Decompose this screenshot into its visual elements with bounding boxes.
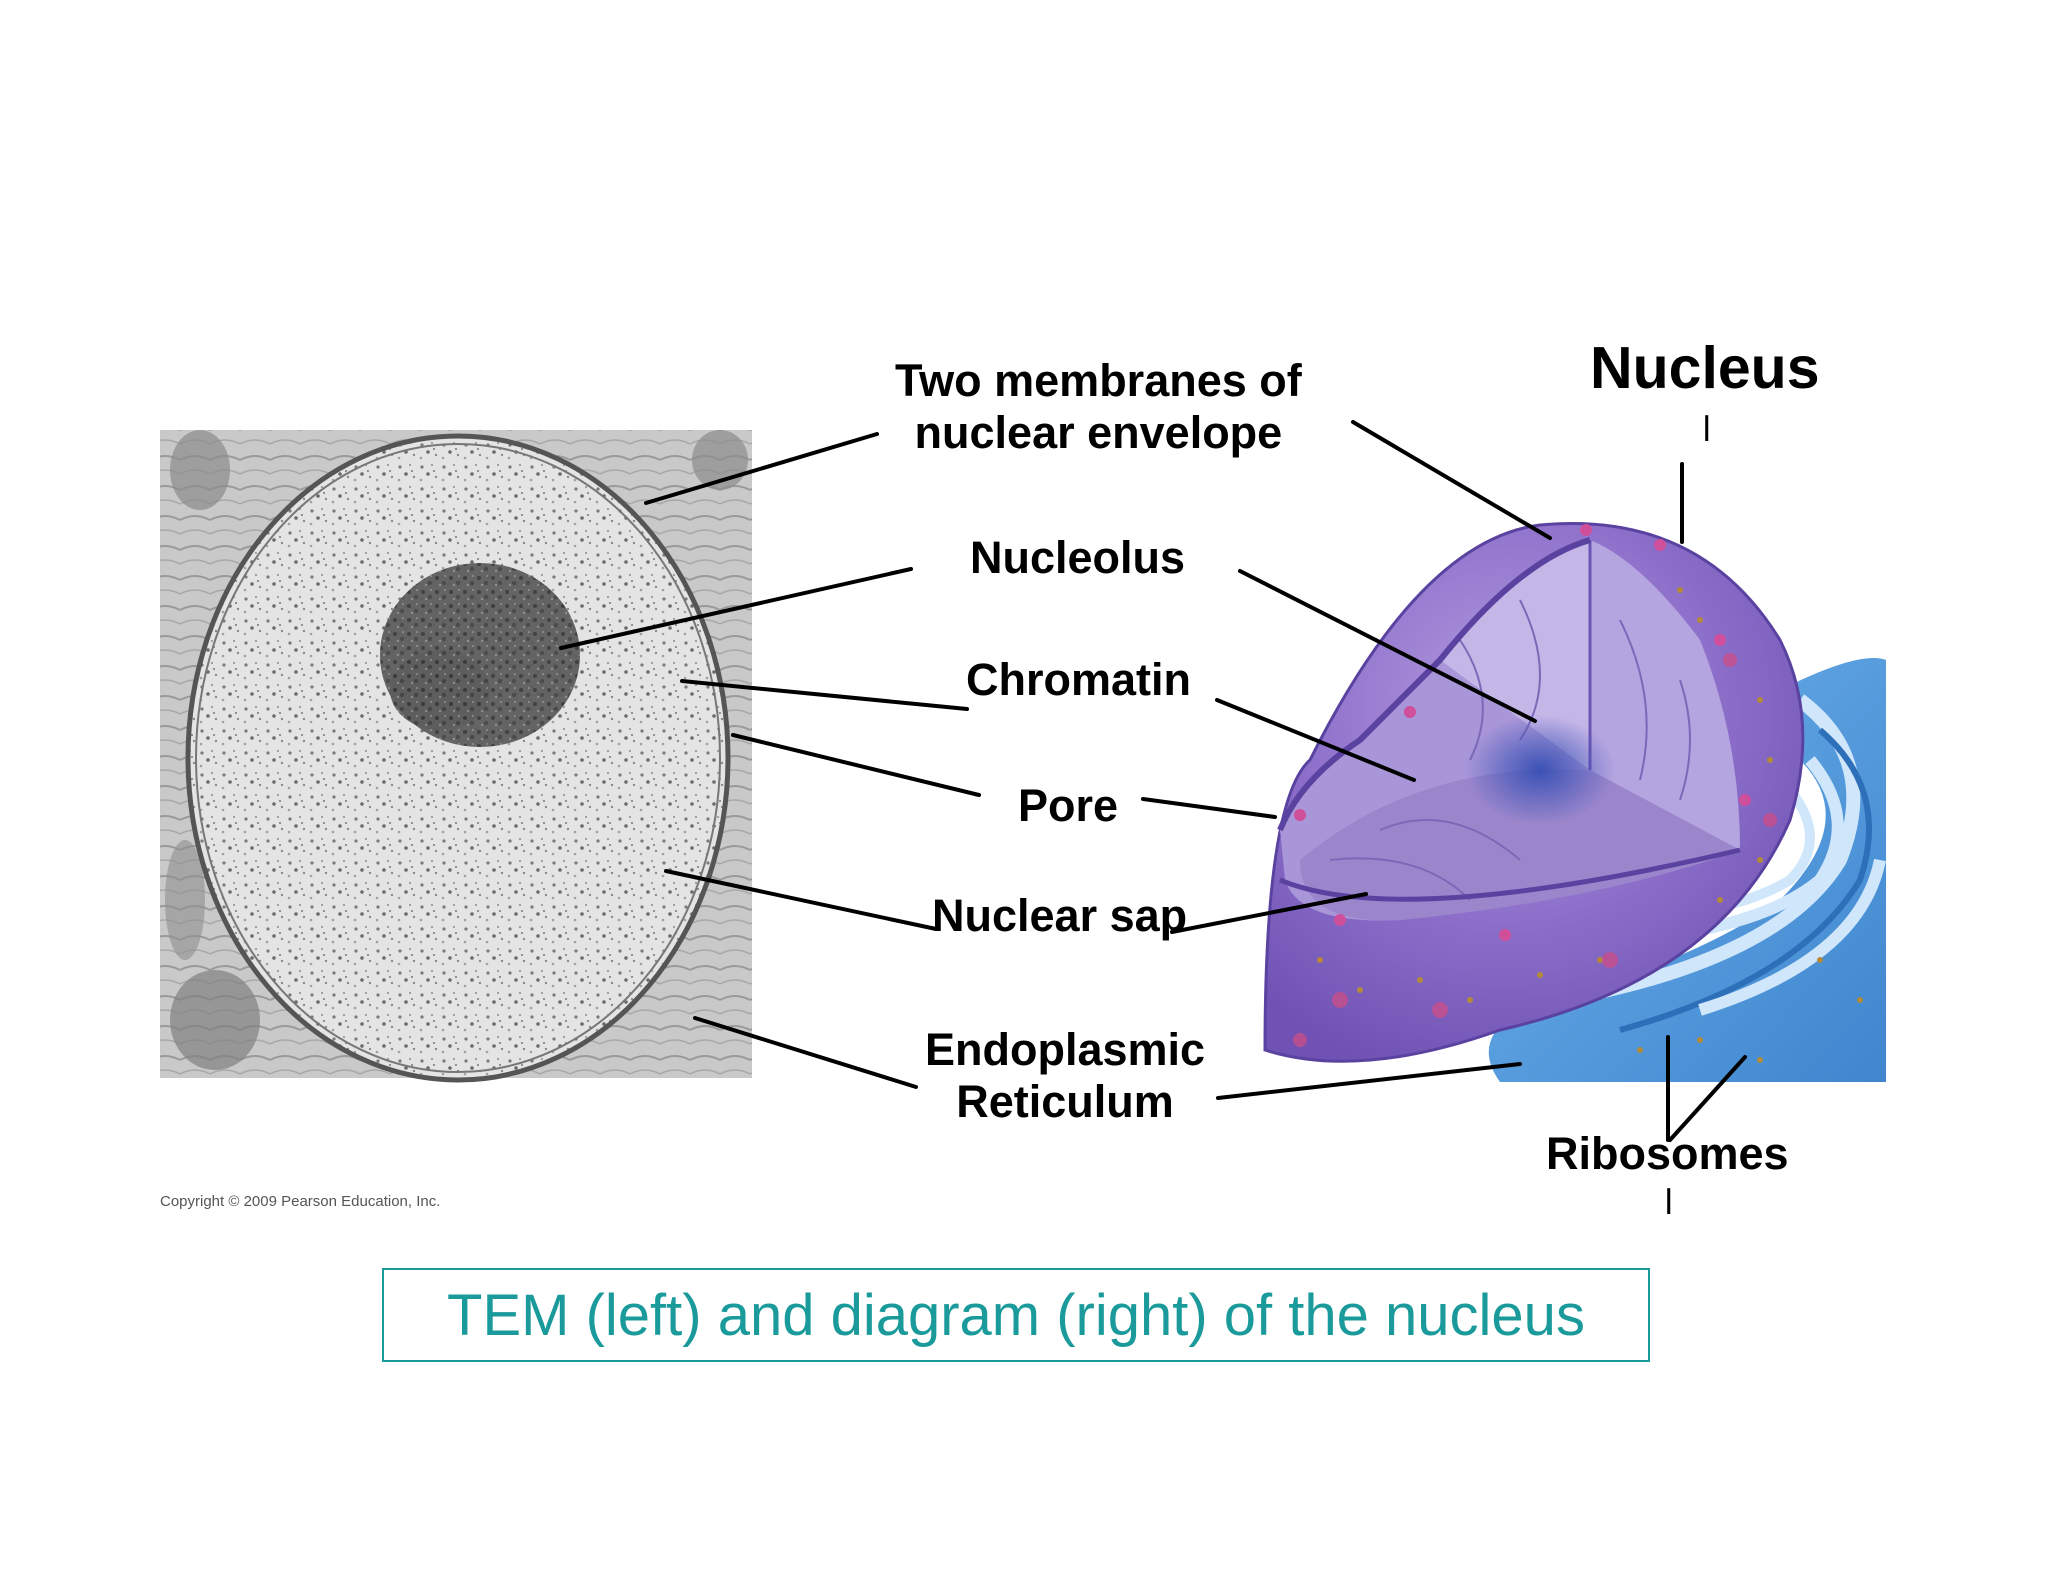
label-ribosomes: Ribosomes bbox=[1546, 1128, 1789, 1179]
caption-box: TEM (left) and diagram (right) of the nu… bbox=[382, 1268, 1650, 1362]
leader-lines bbox=[559, 420, 1747, 1142]
caption-text: TEM (left) and diagram (right) of the nu… bbox=[447, 1282, 1585, 1348]
nucleus-title: Nucleus bbox=[1590, 335, 1820, 401]
leader-pore-diagram bbox=[1141, 797, 1277, 819]
label-nuclear-envelope-line2: nuclear envelope bbox=[914, 406, 1283, 458]
leader-sap-diagram bbox=[1170, 892, 1368, 934]
label-nuclear-envelope-line1: Two membranes of bbox=[895, 355, 1302, 406]
leader-er-tem bbox=[693, 1016, 918, 1089]
label-er-line2: Reticulum bbox=[956, 1075, 1174, 1127]
leader-membranes-diagram bbox=[1351, 420, 1552, 540]
leader-ribosome-b bbox=[1668, 1055, 1747, 1142]
label-chromatin: Chromatin bbox=[966, 654, 1191, 705]
leader-chromatin-diagram bbox=[1215, 698, 1416, 782]
label-nuclear-sap: Nuclear sap bbox=[932, 890, 1188, 941]
label-endoplasmic-reticulum: Endoplasmic Reticulum bbox=[925, 1024, 1205, 1128]
ribosomes-tick-mark: ا bbox=[1664, 1184, 1674, 1222]
leader-er-diagram bbox=[1216, 1062, 1522, 1100]
leader-nucleolus-diagram bbox=[1238, 569, 1537, 723]
nucleus-diagram bbox=[1263, 521, 1886, 1082]
label-pore: Pore bbox=[1018, 780, 1119, 831]
leader-membranes-tem bbox=[644, 432, 879, 505]
leader-pore-tem bbox=[731, 733, 981, 797]
nucleus-tick-mark: ا bbox=[1702, 411, 1712, 449]
label-nuclear-envelope: Two membranes of nuclear envelope bbox=[895, 355, 1302, 459]
leader-chromatin-tem bbox=[680, 679, 969, 711]
copyright-notice: Copyright © 2009 Pearson Education, Inc. bbox=[160, 1193, 441, 1210]
leader-sap-tem bbox=[664, 869, 938, 931]
label-nucleolus: Nucleolus bbox=[970, 532, 1186, 583]
label-er-line1: Endoplasmic bbox=[925, 1024, 1206, 1075]
tem-micrograph bbox=[160, 430, 752, 1083]
leader-nucleolus-tem bbox=[559, 567, 913, 650]
